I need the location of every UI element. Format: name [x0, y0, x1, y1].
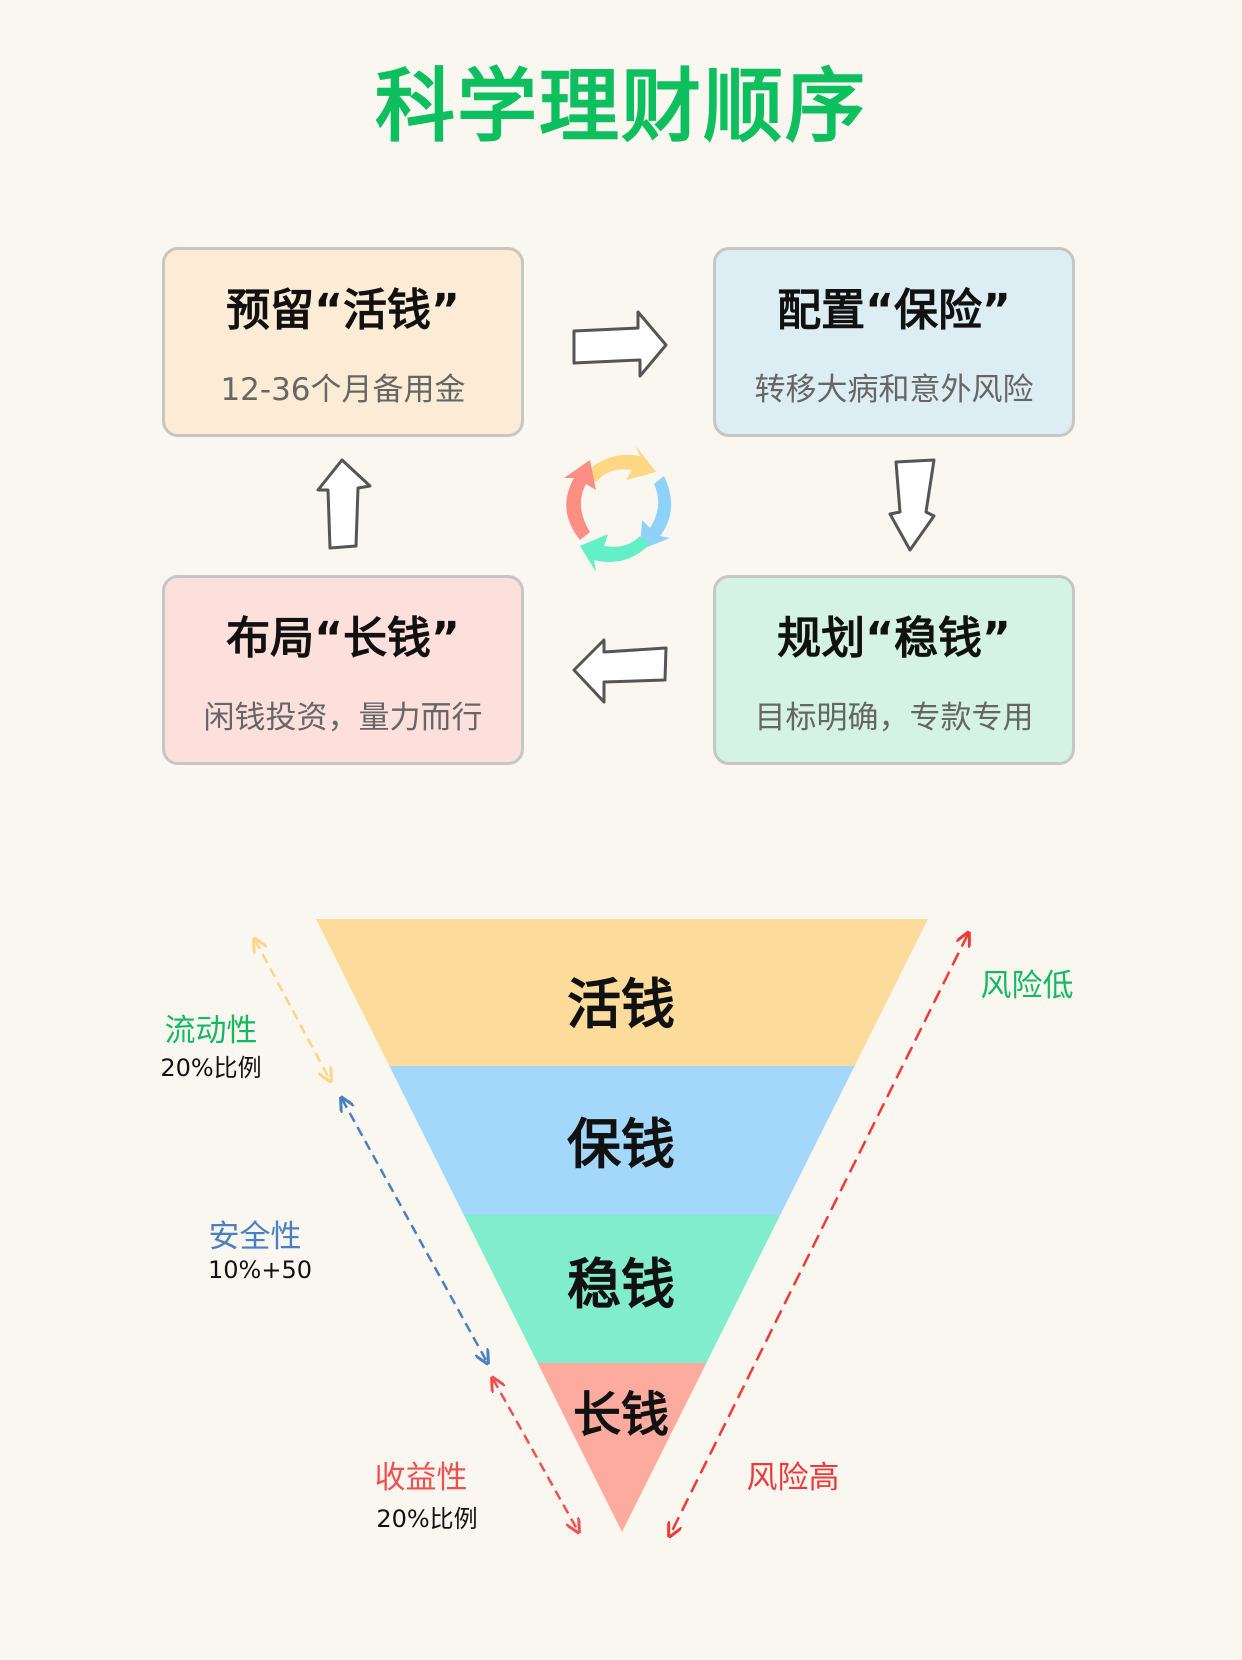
step-stable-money: 规划“稳钱” 目标明确，专款专用 [713, 575, 1075, 765]
funnel-label-long-money: 长钱 [572, 1387, 669, 1443]
step-reserve-cash: 预留“活钱” 12-36个月备用金 [162, 247, 524, 437]
cycle-icon [564, 446, 672, 572]
step-title: 配置“保险” [777, 285, 1011, 336]
step-subtitle: 12-36个月备用金 [220, 372, 466, 408]
risk-high-label: 风险高 [746, 1460, 840, 1496]
return-value: 20%比例 [376, 1505, 478, 1533]
step-long-money: 布局“长钱” 闲钱投资，量力而行 [162, 575, 524, 765]
funnel-label-live-money: 活钱 [567, 973, 675, 1036]
safety-label: 安全性 [208, 1219, 302, 1255]
arrow-up-icon [316, 458, 372, 550]
liquidity-label: 流动性 [164, 1013, 258, 1049]
return-label: 收益性 [374, 1460, 468, 1496]
step-subtitle: 闲钱投资，量力而行 [203, 700, 483, 736]
step-title: 规划“稳钱” [777, 613, 1011, 664]
return-range-arrow [493, 1379, 578, 1531]
arrow-down-icon [888, 458, 936, 552]
liquidity-value: 20%比例 [160, 1054, 262, 1082]
step-title: 布局“长钱” [226, 613, 460, 664]
step-subtitle: 目标明确，专款专用 [754, 700, 1034, 736]
safety-value: 10%+50 [208, 1256, 312, 1284]
safety-range-arrow [342, 1099, 487, 1362]
step-subtitle: 转移大病和意外风险 [754, 372, 1034, 408]
funnel-label-stable-money: 稳钱 [567, 1253, 675, 1316]
arrow-left-icon [572, 638, 668, 704]
page-title: 科学理财顺序 [375, 60, 867, 153]
liquidity-range-arrow [255, 940, 330, 1080]
risk-scale-arrow [670, 934, 968, 1535]
step-insurance: 配置“保险” 转移大病和意外风险 [713, 247, 1075, 437]
step-title: 预留“活钱” [226, 285, 460, 336]
arrow-right-icon [572, 310, 668, 378]
funnel-label-protect-money: 保钱 [567, 1113, 675, 1176]
risk-low-label: 风险低 [980, 968, 1074, 1004]
